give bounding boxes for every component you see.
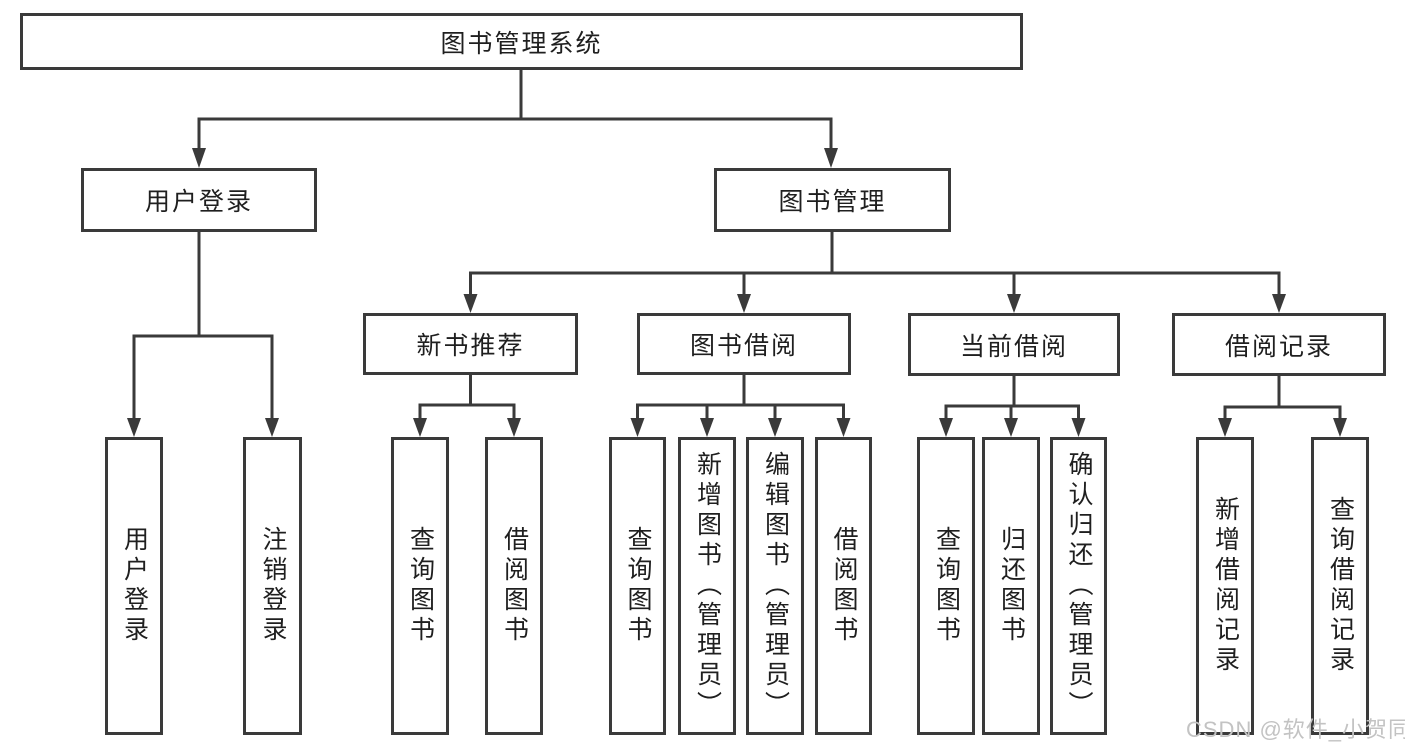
node-book-management: 图书管理 [714, 168, 951, 232]
edges-root [192, 70, 838, 168]
leaf-add-book-admin: 新增图书（管理员） [678, 437, 736, 735]
csdn-watermark: CSDN @软件_小贺同学 [1186, 717, 1405, 742]
leaf-query-book-2-label: 查询图书 [624, 526, 652, 646]
leaf-borrow-book-1-label: 借阅图书 [500, 526, 529, 646]
leaf-logout-label: 注销登录 [259, 526, 287, 646]
edges-user-login [127, 232, 279, 437]
leaf-query-book-1: 查询图书 [391, 437, 449, 735]
node-library-system: 图书管理系统 [20, 13, 1023, 70]
edges-current-borrow [939, 376, 1086, 437]
leaf-logout: 注销登录 [243, 437, 302, 735]
leaf-user-login: 用户登录 [105, 437, 163, 735]
node-library-system-label: 图书管理系统 [440, 29, 603, 58]
node-book-borrowing: 图书借阅 [637, 313, 851, 375]
leaf-edit-book-admin: 编辑图书（管理员） [746, 437, 804, 735]
leaf-query-book-3-label: 查询图书 [932, 526, 961, 646]
edges-book-borrow [630, 375, 851, 437]
leaf-query-borrow-record: 查询借阅记录 [1311, 437, 1369, 735]
node-book-borrowing-label: 图书借阅 [689, 332, 798, 360]
node-borrowing-records-label: 借阅记录 [1224, 332, 1333, 361]
node-new-book-recommend: 新书推荐 [363, 313, 578, 375]
leaf-add-borrow-record-label: 新增借阅记录 [1211, 496, 1240, 676]
node-new-book-recommend-label: 新书推荐 [416, 332, 525, 360]
leaf-add-book-admin-label: 新增图书（管理员） [693, 451, 722, 721]
leaf-query-book-1-label: 查询图书 [406, 526, 435, 646]
leaf-confirm-return-admin-label: 确认归还（管理员） [1065, 451, 1093, 721]
leaf-borrow-book-2-label: 借阅图书 [830, 526, 858, 646]
node-user-login-label: 用户登录 [144, 188, 253, 216]
leaf-query-book-3: 查询图书 [917, 437, 975, 735]
node-user-login: 用户登录 [81, 168, 317, 232]
node-book-management-label: 图书管理 [778, 188, 887, 216]
leaf-confirm-return-admin: 确认归还（管理员） [1050, 437, 1107, 735]
edges-new-book-rec [413, 375, 521, 437]
leaf-return-book: 归还图书 [982, 437, 1040, 735]
edges-borrow-record [1218, 376, 1347, 437]
node-borrowing-records: 借阅记录 [1172, 313, 1386, 376]
leaf-query-borrow-record-label: 查询借阅记录 [1326, 496, 1355, 676]
edges-book-mgmt [463, 232, 1286, 313]
leaf-query-book-2: 查询图书 [609, 437, 666, 735]
leaf-borrow-book-1: 借阅图书 [485, 437, 543, 735]
leaf-add-borrow-record: 新增借阅记录 [1196, 437, 1254, 735]
node-current-borrowing: 当前借阅 [908, 313, 1120, 376]
leaf-user-login-label: 用户登录 [120, 526, 149, 646]
node-current-borrowing-label: 当前借阅 [959, 332, 1068, 361]
leaf-edit-book-admin-label: 编辑图书（管理员） [761, 451, 790, 721]
leaf-borrow-book-2: 借阅图书 [815, 437, 872, 735]
leaf-return-book-label: 归还图书 [997, 526, 1026, 646]
